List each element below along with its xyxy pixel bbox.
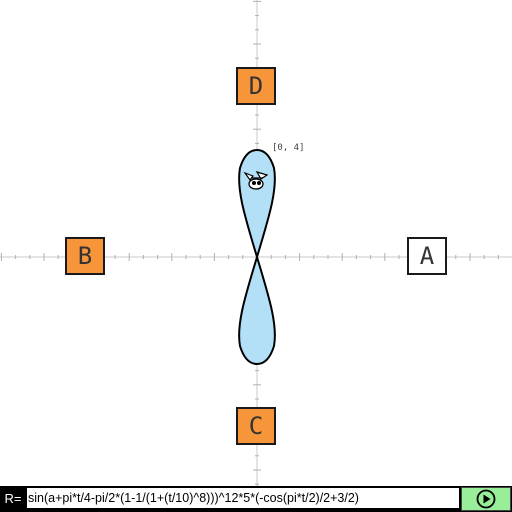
formula-input-bar: R= sin(a+pi*t/4-pi/2*(1-1/(1+(t/10)^8)))…	[0, 486, 512, 512]
bug-character-icon	[243, 170, 269, 190]
cursor-coordinate-label: [0, 4]	[272, 143, 305, 153]
formula-label: R=	[4, 491, 22, 506]
play-circle-icon	[476, 489, 496, 509]
choice-b-button[interactable]: B	[65, 237, 105, 275]
formula-input[interactable]: sin(a+pi*t/4-pi/2*(1-1/(1+(t/10)^8)))^12…	[26, 487, 460, 509]
choice-d-button[interactable]: D	[236, 67, 276, 105]
polar-curve	[238, 148, 276, 366]
choice-a-button[interactable]: A	[407, 237, 447, 275]
run-button[interactable]	[461, 487, 511, 511]
choice-c-button[interactable]: C	[236, 407, 276, 445]
